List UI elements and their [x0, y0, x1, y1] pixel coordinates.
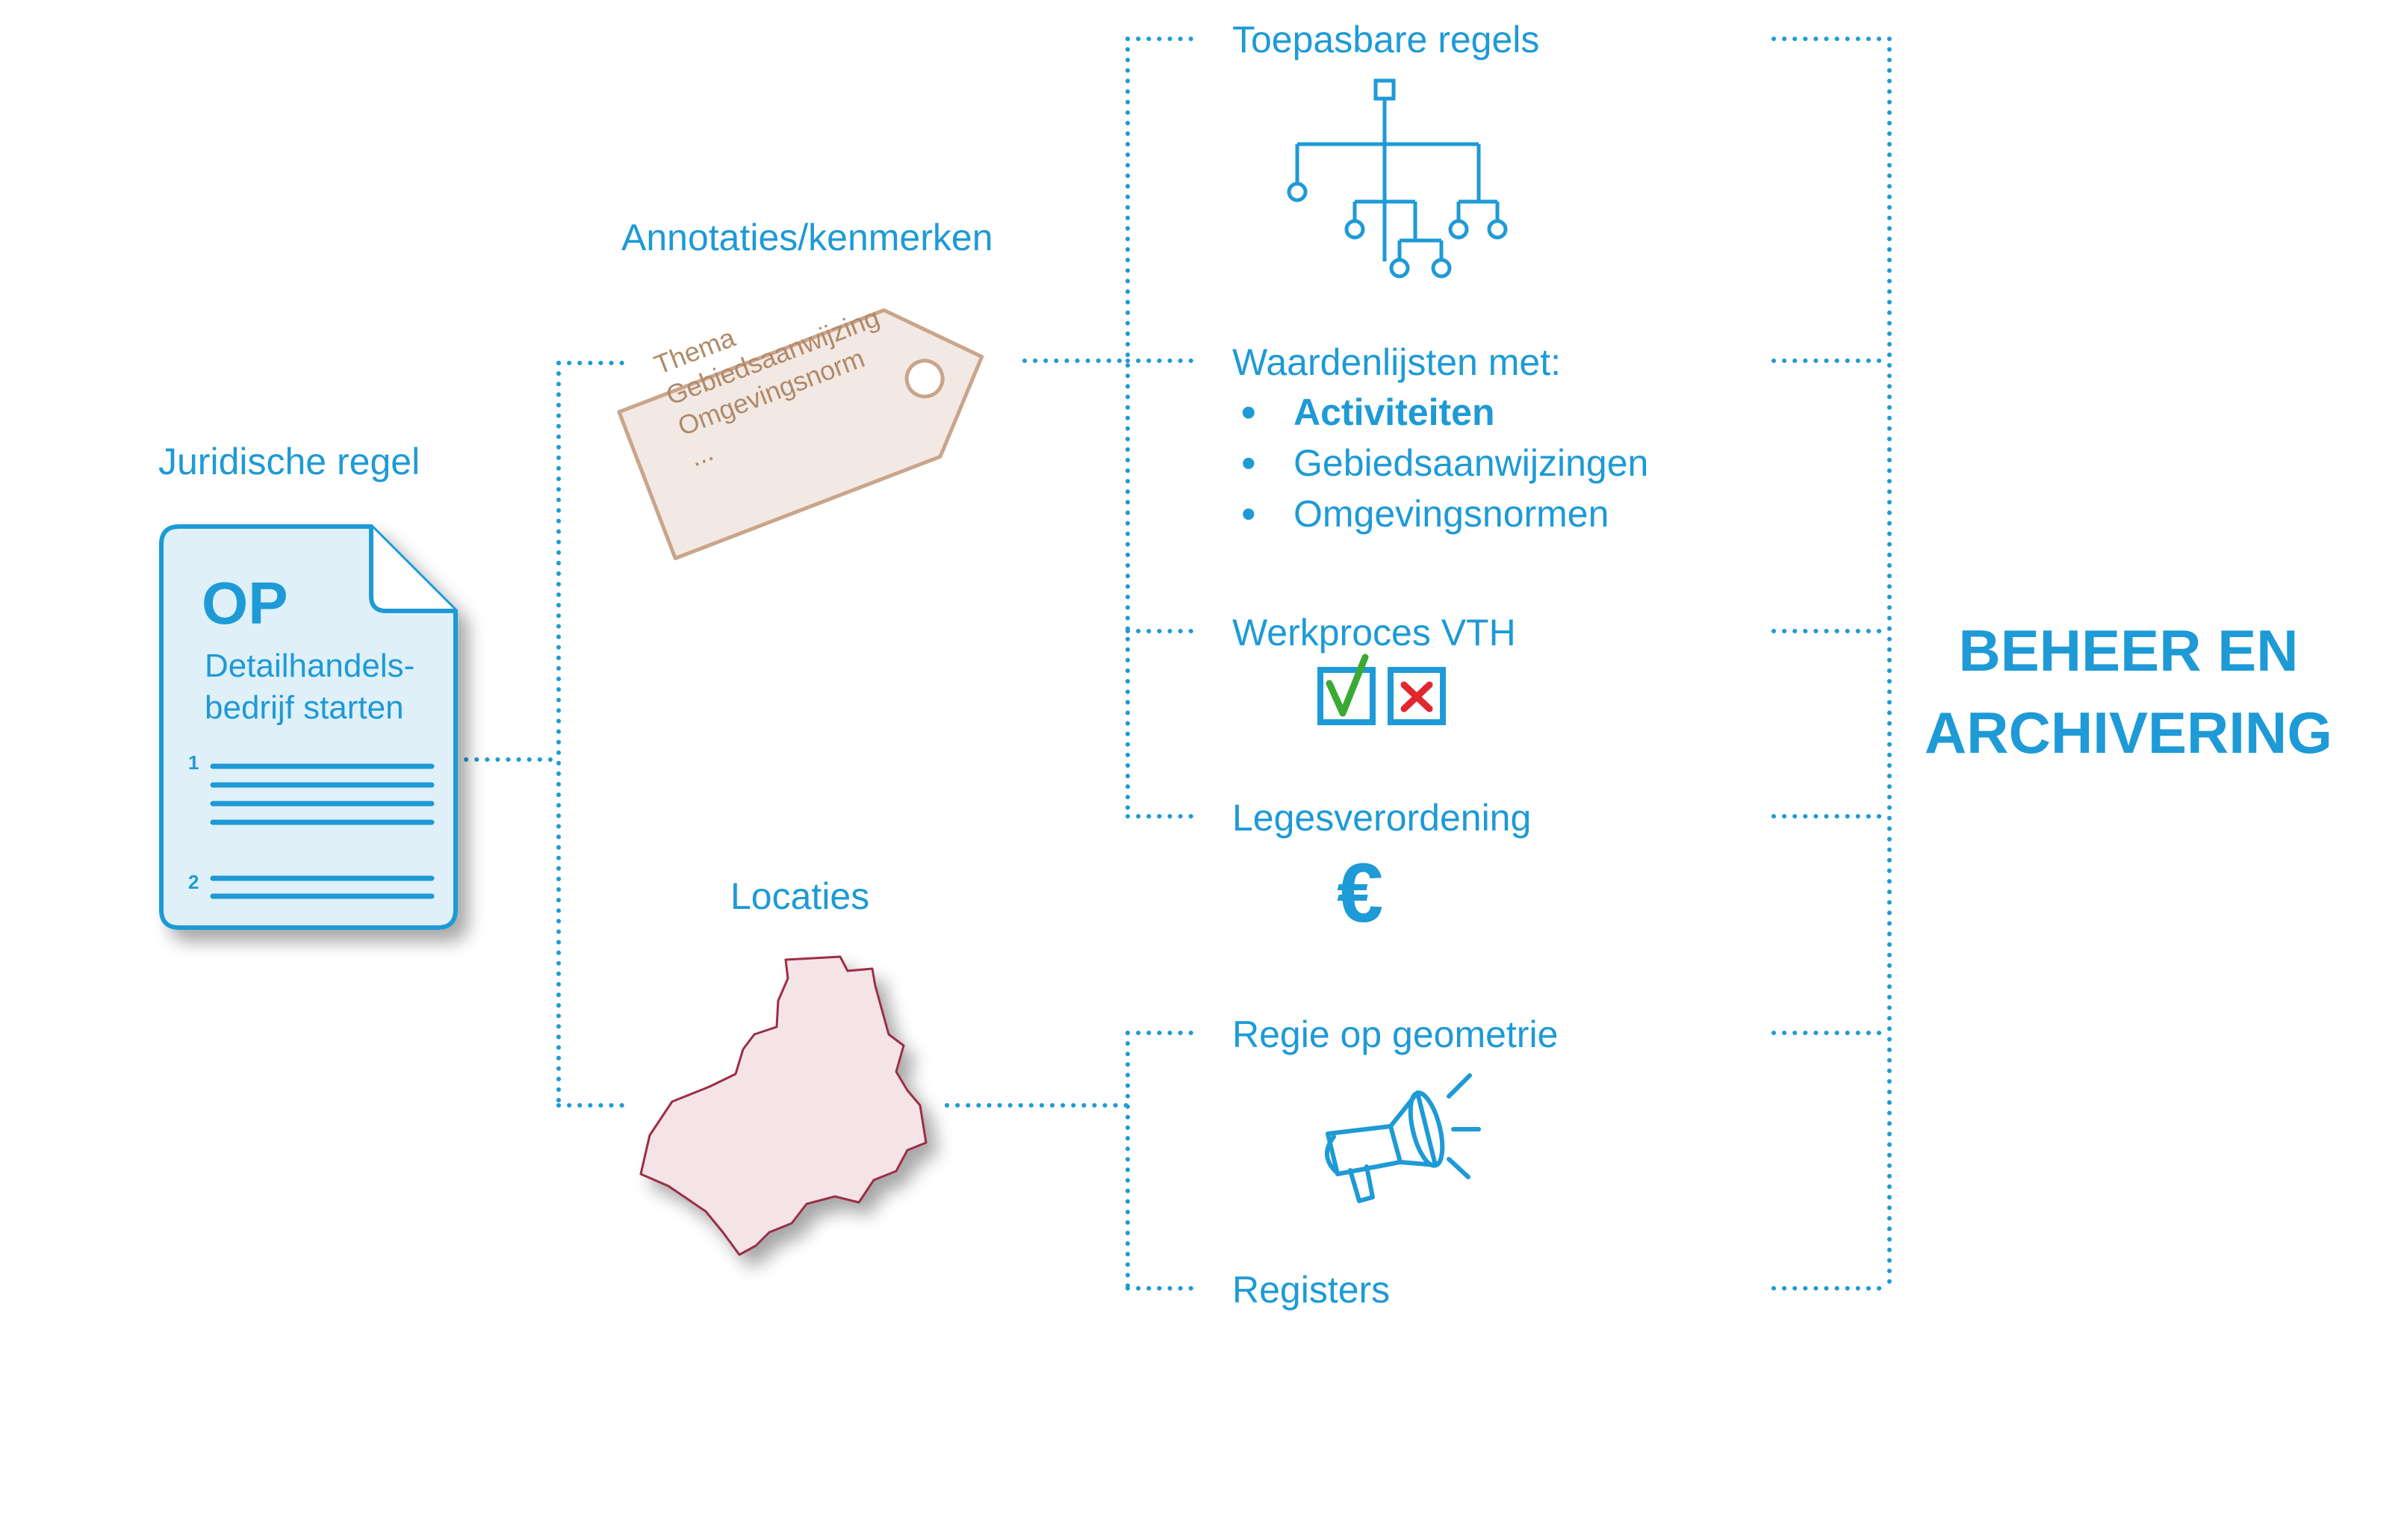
annotaties-title: Annotaties/kenmerken — [621, 217, 993, 258]
document-icon — [159, 524, 458, 930]
hierarchy-tree-icon — [1287, 78, 1508, 279]
connector-locations — [945, 1031, 1197, 1291]
legesverordening-label: Legesverordening — [1232, 797, 1532, 839]
connector-right — [1771, 37, 1892, 1291]
list-item-omgevingsnormen: Omgevingsnormen — [1234, 488, 1648, 539]
juridische-regel-title: Juridische regel — [158, 441, 420, 482]
euro-icon: € — [1337, 846, 1384, 940]
location-map-icon — [639, 955, 928, 1256]
toepasbare-regels-label: Toepasbare regels — [1232, 19, 1540, 60]
connector-annotations — [1022, 37, 1197, 819]
beheer-line1: BEHEER EN — [1958, 618, 2299, 683]
werkproces-label: Werkproces VTH — [1232, 612, 1516, 653]
checkbox-cross-icon — [1388, 667, 1446, 725]
beheer-line2: ARCHIVERING — [1924, 700, 2333, 766]
connector-left — [453, 361, 633, 1108]
doc-text-line2: bedrijf starten — [205, 689, 404, 726]
beheer-archivering-title: BEHEER EN ARCHIVERING — [1912, 609, 2345, 774]
doc-text-line1: Detailhandels- — [205, 648, 415, 684]
registers-label: Registers — [1232, 1269, 1391, 1311]
regie-label: Regie op geometrie — [1232, 1013, 1559, 1055]
list-item-activiteiten: Activiteiten — [1234, 387, 1648, 438]
checkbox-check-icon — [1317, 653, 1376, 725]
waardenlijsten-list: Activiteiten Gebiedsaanwijzingen Omgevin… — [1234, 387, 1648, 539]
megaphone-icon — [1325, 1073, 1481, 1203]
doc-list-number-2: 2 — [188, 871, 199, 893]
tag-icon — [617, 308, 984, 561]
list-item-gebiedsaanwijzingen: Gebiedsaanwijzingen — [1234, 438, 1648, 488]
waardenlijsten-title: Waardenlijsten met: — [1232, 341, 1561, 383]
doc-list-number-1: 1 — [188, 751, 199, 774]
locaties-title: Locaties — [730, 875, 870, 917]
doc-code: OP — [202, 570, 288, 636]
